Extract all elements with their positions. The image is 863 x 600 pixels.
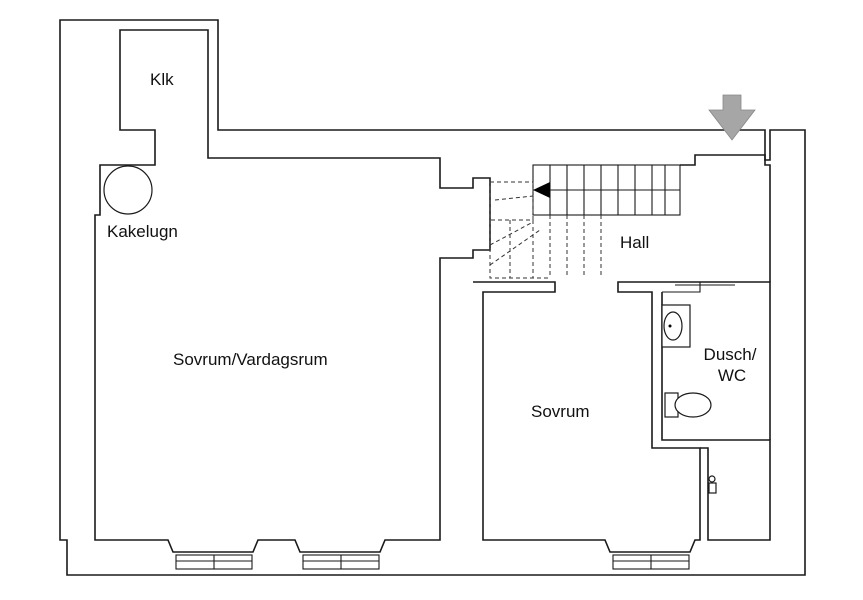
faucet-icon <box>708 475 717 494</box>
room-label-dusch-wc-line2: WC <box>717 366 747 385</box>
room-label-sovrum: Sovrum <box>531 402 590 421</box>
bedroom-wall <box>473 281 771 553</box>
staircase <box>489 164 681 279</box>
room-label-dusch-wc-line1: Dusch/ <box>703 345 757 364</box>
bathroom-wall <box>661 292 771 541</box>
stair-direction-arrow-icon <box>533 182 550 198</box>
room-label-klk: Klk <box>150 70 174 89</box>
outer-wall <box>59 19 806 576</box>
windows <box>175 554 690 570</box>
living-room-inner-wall <box>94 29 491 553</box>
room-label-kakelugn: Kakelugn <box>107 222 178 241</box>
sink-icon <box>661 304 691 348</box>
room-label-sovrum-vardagsrum: Sovrum/Vardagsrum <box>173 350 328 369</box>
room-label-hall: Hall <box>620 233 650 252</box>
hall-top-wall <box>680 154 771 282</box>
kakelugn-stove-icon <box>103 165 153 215</box>
entrance-arrow-icon <box>708 94 756 141</box>
toilet-icon <box>664 392 712 418</box>
bathroom-wall-inner <box>662 282 701 293</box>
